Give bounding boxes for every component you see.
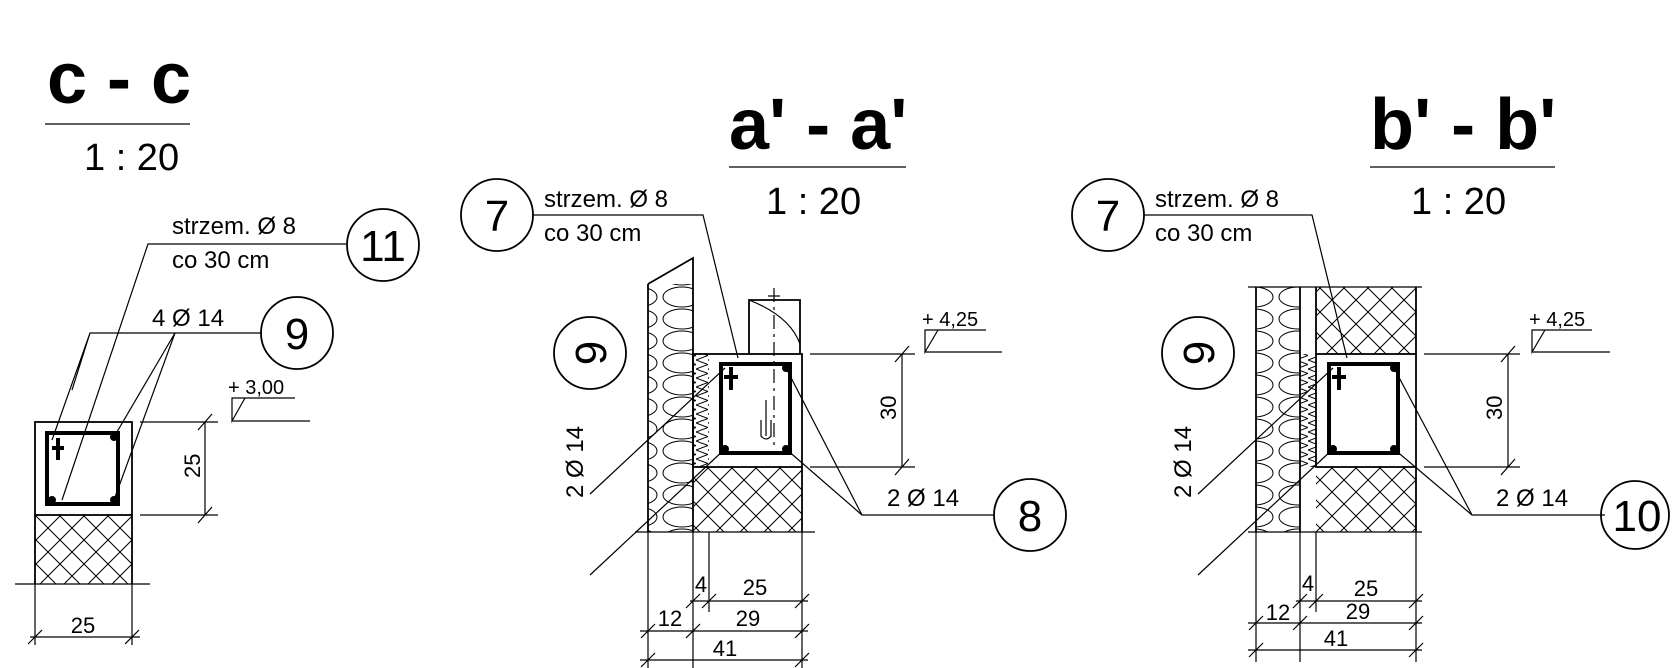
stirrup-leader <box>1144 214 1348 359</box>
stirrup-label: strzem. Ø 8 <box>1155 186 1279 213</box>
dim-label: 12 <box>1266 600 1290 625</box>
side-bars-leader <box>1197 367 1334 576</box>
stirrup-label: strzem. Ø 8 <box>172 213 296 240</box>
dim-label: 4 <box>695 572 707 597</box>
wall-hatch <box>35 515 132 584</box>
height-dim-label: 30 <box>1482 396 1507 420</box>
mark-number: 11 <box>360 222 406 271</box>
section-title: c - c <box>47 39 191 119</box>
section-scale: 1 : 20 <box>1411 181 1506 223</box>
section-b-b: b' - b' 1 : 20 9 2 Ø 14 7 strzem. Ø 8 co… <box>1071 85 1670 662</box>
mark-bubble <box>1600 480 1670 550</box>
rebar <box>48 496 56 504</box>
dim-line-1 <box>1292 593 1424 609</box>
stirrup-spacing: co 30 cm <box>172 247 269 274</box>
dim-line-3 <box>640 652 810 668</box>
thin-insulation <box>1300 354 1316 467</box>
dim-label: 4 <box>1302 571 1314 596</box>
dim-label: 29 <box>736 606 760 631</box>
height-dim-lines <box>140 413 218 524</box>
dim-label: 29 <box>1346 599 1370 624</box>
wall-hatch <box>693 467 802 532</box>
dim-label: 12 <box>658 606 682 631</box>
bottom-bars-label: 2 Ø 14 <box>1496 485 1568 512</box>
section-scale: 1 : 20 <box>84 137 179 179</box>
mark-number: 7 <box>1096 192 1120 241</box>
elevation-label: + 4,25 <box>922 309 978 331</box>
elevation-label: + 4,25 <box>1529 309 1585 331</box>
dim-line-3 <box>1248 642 1424 658</box>
bars-label: 4 Ø 14 <box>152 305 224 332</box>
side-bars-label: 2 Ø 14 <box>1170 426 1197 498</box>
mark-bubble <box>260 296 334 370</box>
dim-label: 25 <box>743 575 767 600</box>
stirrup-hook <box>52 438 64 460</box>
mark-bubble <box>1161 316 1235 390</box>
bars-leader <box>51 332 262 501</box>
mark-number: 9 <box>1175 341 1224 365</box>
insulation-layer <box>648 284 693 532</box>
elevation-marker <box>231 397 310 424</box>
mark-number: 9 <box>285 310 309 359</box>
wall-hatch <box>1316 467 1416 532</box>
stirrup-spacing: co 30 cm <box>1155 220 1252 247</box>
mark-number: 7 <box>485 192 509 241</box>
stirrup-leader <box>533 214 739 359</box>
mark-number: 9 <box>567 341 616 365</box>
dim-label: 25 <box>1354 576 1378 601</box>
mark-bubble <box>553 316 627 390</box>
stirrup-hook <box>1332 367 1346 390</box>
section-c-c: c - c 1 : 20 strzem. Ø 8 co 30 cm 11 4 Ø… <box>15 39 420 645</box>
elevation-marker <box>924 329 1002 355</box>
dim-label: 41 <box>1324 626 1348 651</box>
stirrup <box>45 431 120 506</box>
bottom-bars-leader <box>785 367 994 516</box>
stirrup <box>1327 362 1400 455</box>
stirrup-spacing: co 30 cm <box>544 220 641 247</box>
stirrup <box>719 362 792 455</box>
stirrup-leader <box>61 243 346 501</box>
section-title: b' - b' <box>1370 85 1556 165</box>
mark-number: 8 <box>1018 492 1042 541</box>
wall-above-edge <box>1315 287 1417 354</box>
wall-above-hatch <box>1316 287 1416 354</box>
mark-number: 10 <box>1613 492 1662 541</box>
section-a-a: a' - a' 1 : 20 9 2 Ø 14 7 s <box>460 85 1067 668</box>
elevation-marker <box>1531 329 1610 355</box>
mark-bubble <box>460 178 534 252</box>
height-dim-label: 30 <box>876 396 901 420</box>
height-dim-lines <box>810 345 915 476</box>
stirrup-label: strzem. Ø 8 <box>544 186 668 213</box>
dim-label: 41 <box>713 636 737 661</box>
stirrup-hook <box>724 367 738 390</box>
height-dim-lines <box>1424 345 1520 476</box>
thin-insulation <box>693 354 709 467</box>
dim-line-2 <box>640 623 810 639</box>
height-dim-label: 25 <box>180 454 205 478</box>
side-bars-leader <box>589 367 726 576</box>
dim-line-2 <box>1248 615 1424 631</box>
bottom-bars-label: 2 Ø 14 <box>887 485 959 512</box>
mark-bubble <box>993 478 1067 552</box>
width-dim-lines <box>27 584 140 645</box>
dim-extension-lines <box>647 532 803 668</box>
section-scale: 1 : 20 <box>766 181 861 223</box>
section-title: a' - a' <box>729 85 907 165</box>
width-dim-label: 25 <box>71 613 95 638</box>
insulation-layer <box>1256 287 1300 532</box>
mark-bubble <box>346 208 420 282</box>
mark-bubble <box>1071 178 1145 252</box>
side-bars-label: 2 Ø 14 <box>562 426 589 498</box>
elevation-label: + 3,00 <box>228 377 284 399</box>
bottom-bars-leader <box>1393 367 1605 516</box>
top-element-arc <box>748 299 801 345</box>
anchor <box>760 400 772 440</box>
dim-line-1 <box>685 593 810 609</box>
dim-extension-lines <box>1255 532 1417 662</box>
